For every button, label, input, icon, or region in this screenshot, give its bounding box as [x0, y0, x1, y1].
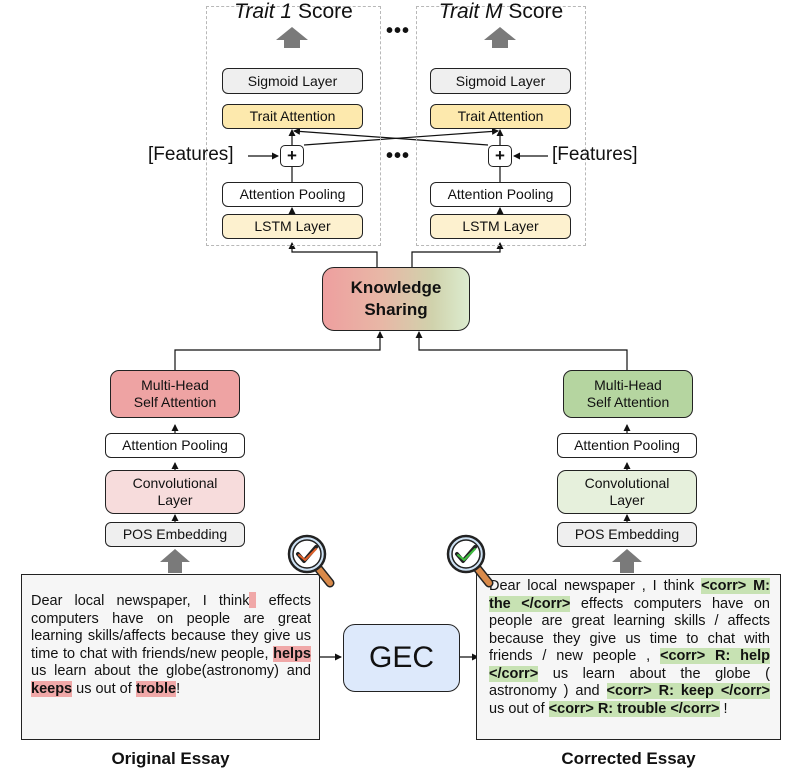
attention-pooling-corrected: Attention Pooling	[557, 433, 697, 458]
line-enc-corrected-to-ks	[415, 331, 628, 370]
plus-node-m: +	[488, 145, 512, 167]
corrected-essay-caption: Corrected Essay	[561, 749, 696, 768]
sigmoid-layer-m: Sigmoid Layer	[430, 68, 571, 94]
essay-text-segment: us learn about the globe ( astronomy ) a…	[489, 665, 770, 700]
trait-attention-m: Trait Attention	[430, 104, 571, 129]
corrected-essay-text: Dear local newspaper , I think <corr> M:…	[489, 578, 770, 718]
essay-text-segment: Dear local newspaper, I think	[31, 593, 250, 609]
ellipsis-middle: •••	[386, 145, 411, 167]
features-label-1: [Features]	[148, 144, 234, 165]
trait-1-score-title: Trait 1 Score	[234, 0, 353, 23]
sigmoid-layer-1: Sigmoid Layer	[222, 68, 363, 94]
essay-text-segment: effects computers have on people are gre…	[31, 593, 312, 662]
gec-block: GEC	[343, 624, 460, 692]
magnifier-check-icon-original	[287, 534, 335, 588]
essay-text-segment: us learn about the globe(astronomy) and	[31, 663, 311, 679]
trait-attention-1: Trait Attention	[222, 104, 363, 129]
essay-text-segment: !	[719, 700, 728, 717]
lstm-layer-1: LSTM Layer	[222, 214, 363, 239]
corrected-essay-box: Dear local newspaper , I think <corr> M:…	[476, 574, 781, 740]
original-essay-text: Dear local newspaper, I think effects co…	[31, 592, 311, 698]
trait-1-container	[206, 6, 381, 246]
attention-pooling-trait-1: Attention Pooling	[222, 182, 363, 207]
line-ks-to-lstm1	[288, 242, 378, 268]
pos-embedding-original: POS Embedding	[105, 522, 245, 547]
highlighted-correction: troble	[135, 680, 177, 697]
magnifier-check-icon-corrected	[446, 534, 494, 588]
trait-m-score-title: Trait M Score	[438, 0, 564, 23]
highlighted-correction: keeps	[31, 680, 73, 697]
pos-embedding-corrected: POS Embedding	[557, 522, 697, 547]
attention-pooling-original: Attention Pooling	[105, 433, 245, 458]
big-arrow-original-to-pos	[160, 549, 190, 573]
ellipsis-top: •••	[386, 20, 411, 42]
cross-line-plus1-to-traitM	[303, 127, 499, 146]
essay-text-segment: Dear local newspaper , I think	[489, 578, 702, 594]
cross-line-plusM-to-trait1	[293, 127, 489, 146]
knowledge-sharing-block: Knowledge Sharing	[322, 267, 470, 331]
plus-node-1: +	[280, 145, 304, 167]
features-label-m: [Features]	[552, 144, 638, 165]
missing-word-highlight	[249, 592, 257, 608]
original-essay-caption: Original Essay	[111, 749, 230, 768]
highlighted-correction: helps	[273, 645, 311, 662]
big-arrow-corrected-to-pos	[612, 549, 642, 573]
attention-pooling-trait-m: Attention Pooling	[430, 182, 571, 207]
highlighted-correction: <corr> R: keep </corr>	[606, 683, 770, 699]
big-arrow-trait1-score	[276, 27, 308, 48]
essay-text-segment: us out of	[72, 680, 136, 697]
line-ks-to-lstmM	[411, 242, 504, 268]
original-essay-box: Dear local newspaper, I think effects co…	[21, 574, 320, 740]
lstm-layer-m: LSTM Layer	[430, 214, 571, 239]
essay-text-segment: effects computers have on people are gre…	[489, 595, 770, 665]
highlighted-correction: <corr> R: trouble </corr>	[548, 700, 720, 717]
big-arrow-traitM-score	[484, 27, 516, 48]
essay-text-segment: !	[176, 680, 181, 697]
essay-text-segment: us out of	[489, 700, 549, 717]
line-enc-original-to-ks	[174, 331, 384, 370]
trait-m-container	[416, 6, 586, 246]
